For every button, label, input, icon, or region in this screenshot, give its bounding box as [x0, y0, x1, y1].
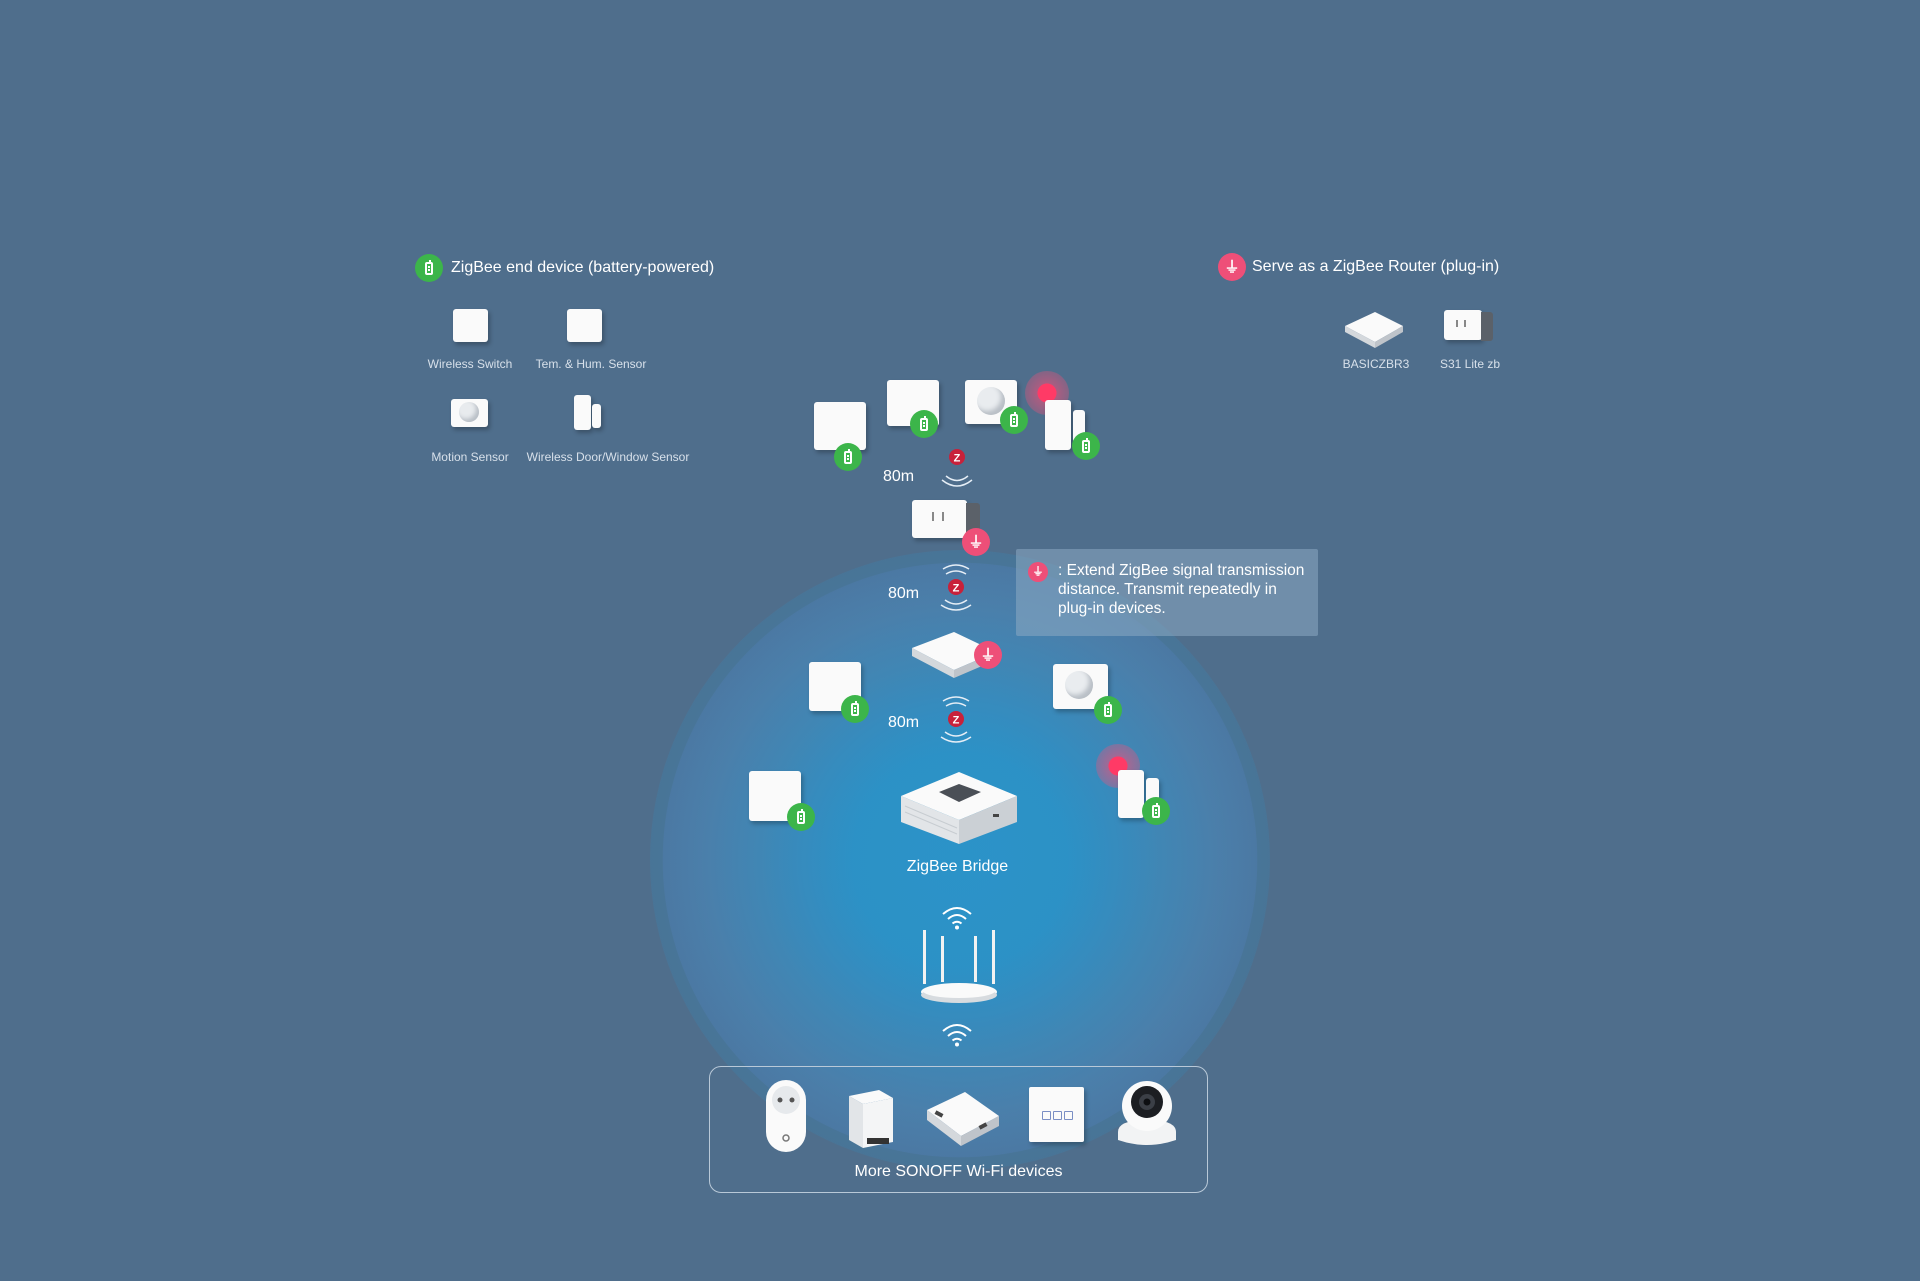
- battery-badge-icon: [415, 254, 443, 282]
- end-device-legend-title: ZigBee end device (battery-powered): [451, 259, 715, 276]
- distance-label-bottom: 80m: [888, 714, 920, 731]
- battery-badge-icon: [1000, 406, 1028, 434]
- legend-label-s31: S31 Lite zb: [1439, 357, 1501, 371]
- zigbee-signal-icon: Z: [941, 449, 973, 487]
- distance-label-middle: 80m: [888, 585, 920, 602]
- s31-side: [1481, 312, 1493, 341]
- plug-badge-icon: ⏚: [1028, 562, 1048, 582]
- zigbee-signal-icon: Z: [940, 564, 972, 611]
- battery-badge-icon: [841, 695, 869, 723]
- legend-label-wireless-switch: Wireless Switch: [427, 357, 513, 371]
- door-window-magnet-icon: [592, 404, 601, 428]
- door-window-sensor-icon: [574, 395, 591, 430]
- wifi-devices-label: More SONOFF Wi-Fi devices: [854, 1163, 1063, 1180]
- s31-router-device: [912, 500, 967, 538]
- mini-switch-icon: [849, 1090, 893, 1148]
- router-tooltip: ⏚ : Extend ZigBee signal transmission di…: [1016, 549, 1318, 636]
- wifi-icon: [942, 907, 972, 930]
- zigbee-bridge-label: ZigBee Bridge: [906, 858, 1009, 875]
- wifi-icon: [942, 1024, 972, 1047]
- router-legend-title: Serve as a ZigBee Router (plug-in): [1252, 258, 1500, 275]
- zigbee-bridge-device: [901, 772, 1017, 844]
- svg-text:Z: Z: [953, 715, 960, 727]
- legend-label-motion-sensor: Motion Sensor: [431, 450, 509, 464]
- battery-badge-icon: [1094, 696, 1122, 724]
- legend-label-temp-humidity: Tem. & Hum. Sensor: [535, 357, 647, 371]
- temp-humidity-sensor-icon: [567, 309, 602, 342]
- top-door-sensor: [1045, 400, 1071, 450]
- smart-plug-icon: [766, 1080, 806, 1152]
- wireless-switch-icon: [453, 309, 488, 342]
- camera-icon: [1118, 1081, 1176, 1145]
- battery-badge-icon: [910, 410, 938, 438]
- plug-badge-icon: ⏚: [1218, 253, 1246, 281]
- basiczbr3-icon: [1345, 312, 1403, 348]
- legend-label-basiczbr3: BASICZBR3: [1342, 357, 1410, 371]
- wifi-router-device: [921, 930, 997, 1003]
- plug-badge-icon: ⏚: [962, 528, 990, 556]
- bottom-right-door-sensor: [1118, 770, 1144, 818]
- top-wireless-switch: [814, 402, 866, 450]
- battery-badge-icon: [1142, 797, 1170, 825]
- svg-text:Z: Z: [953, 583, 960, 595]
- plug-badge-icon: ⏚: [974, 641, 1002, 669]
- wall-switch-icon: [1029, 1087, 1084, 1142]
- battery-badge-icon: [834, 443, 862, 471]
- battery-badge-icon: [1072, 432, 1100, 460]
- legend-label-door-window: Wireless Door/Window Sensor: [526, 450, 690, 464]
- distance-label-top: 80m: [883, 468, 915, 485]
- s31-lite-zb-icon: [1444, 310, 1482, 340]
- motion-sensor-icon: [451, 399, 488, 427]
- basic-switch-icon: [927, 1092, 999, 1146]
- battery-badge-icon: [787, 803, 815, 831]
- zigbee-signal-icon: Z: [940, 696, 972, 743]
- wifi-devices-panel: [709, 1066, 1208, 1193]
- tooltip-text: : Extend ZigBee signal transmission dist…: [1058, 562, 1305, 617]
- svg-text:Z: Z: [954, 453, 961, 465]
